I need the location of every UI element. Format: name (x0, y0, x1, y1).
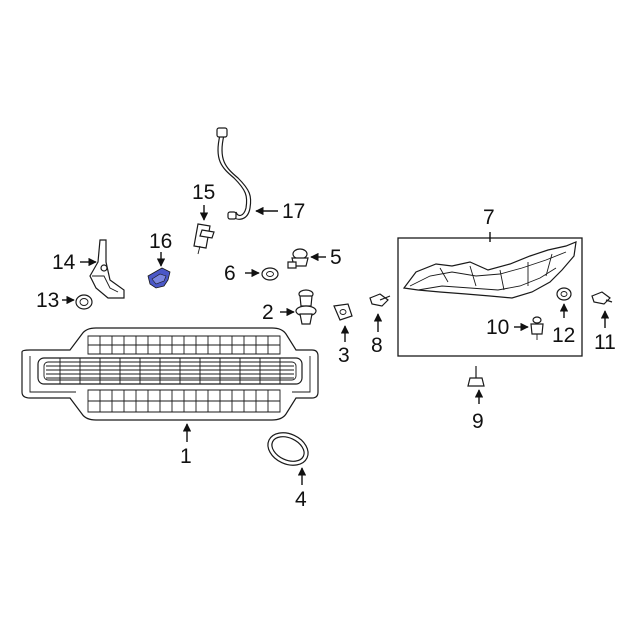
callout-4: 4 (295, 488, 307, 511)
callout-10: 10 (486, 316, 509, 339)
grommet-part (333, 303, 353, 321)
bolt-part-9 (467, 366, 485, 387)
callout-5: 5 (330, 246, 342, 269)
plug-part (75, 294, 93, 310)
pin-part-10 (530, 316, 544, 340)
callout-17: 17 (282, 200, 305, 223)
wire-harness-part (216, 127, 252, 220)
callout-6: 6 (224, 262, 236, 285)
sensor-part (193, 223, 215, 255)
push-pin-part (287, 248, 309, 269)
fastener-part (295, 289, 317, 325)
clip-part-highlighted (147, 267, 171, 289)
callout-9: 9 (472, 410, 484, 433)
callout-12: 12 (552, 324, 575, 347)
callout-8: 8 (371, 334, 383, 357)
callout-1: 1 (180, 445, 192, 468)
headlamp-assembly-part (402, 241, 577, 299)
emblem-ring-part (267, 432, 309, 466)
callout-13: 13 (36, 289, 59, 312)
bolt-part-8 (369, 293, 391, 307)
callout-2: 2 (262, 301, 274, 324)
bracket-part (89, 239, 125, 299)
screw-part-11 (591, 291, 613, 305)
callout-7: 7 (483, 206, 495, 229)
callout-3: 3 (338, 344, 350, 367)
callout-16: 16 (149, 230, 172, 253)
callout-11: 11 (594, 331, 616, 354)
nut-part-12 (556, 287, 572, 301)
callout-14: 14 (52, 251, 76, 274)
grille-part (21, 327, 319, 421)
nut-part (261, 267, 279, 281)
callout-15: 15 (192, 181, 215, 204)
